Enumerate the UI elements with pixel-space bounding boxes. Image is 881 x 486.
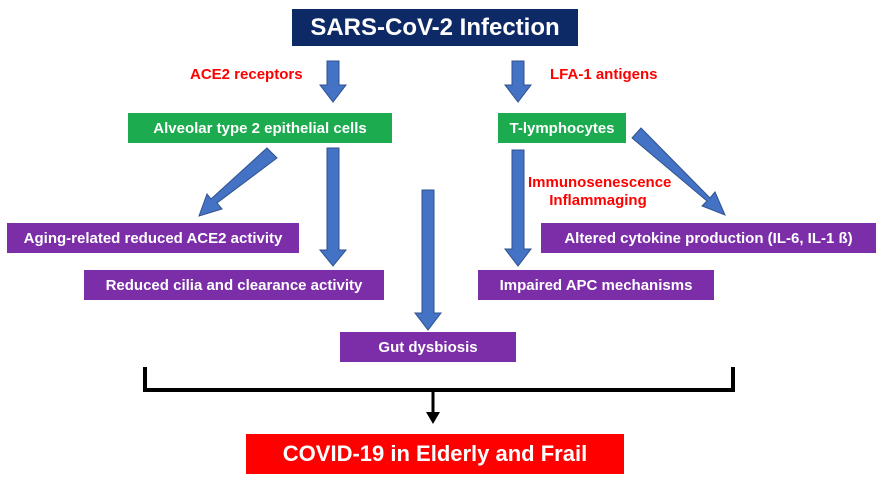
gut-dysbiosis-text: Gut dysbiosis <box>378 338 478 356</box>
aging-ace2-text: Aging-related reduced ACE2 activity <box>23 229 283 247</box>
outcome-text: COVID-19 in Elderly and Frail <box>282 441 588 466</box>
label-process-group: Immunosenescence Inflammaging <box>528 174 672 210</box>
altered-cytokine-text: Altered cytokine production (IL-6, IL-1 … <box>564 229 853 247</box>
box-outcome: COVID-19 in Elderly and Frail <box>246 434 624 474</box>
arrow-tlymph-to-cytokine <box>631 127 726 216</box>
t-lymphocytes-text: T-lymphocytes <box>509 119 615 137</box>
box-aging-ace2: Aging-related reduced ACE2 activity <box>7 223 299 253</box>
label-immunosenescence: Immunosenescence <box>528 174 672 191</box>
box-alveolar-cells: Alveolar type 2 epithelial cells <box>128 113 392 143</box>
arrow-title-to-tlymph <box>503 60 533 103</box>
box-impaired-apc: Impaired APC mechanisms <box>478 270 714 300</box>
alveolar-cells-text: Alveolar type 2 epithelial cells <box>153 119 367 137</box>
label-inflammaging: Inflammaging <box>549 192 647 209</box>
arrow-alveolar-to-aging <box>198 147 278 217</box>
box-gut-dysbiosis: Gut dysbiosis <box>340 332 516 362</box>
box-altered-cytokine: Altered cytokine production (IL-6, IL-1 … <box>541 223 876 253</box>
title-box: SARS-CoV-2 Infection <box>292 9 578 46</box>
label-lfa1-antigens: LFA-1 antigens <box>550 66 658 83</box>
arrow-title-to-alveolar <box>318 60 348 103</box>
bracket <box>143 367 735 392</box>
title-text: SARS-CoV-2 Infection <box>310 13 560 41</box>
bracket-arrowhead <box>426 412 440 424</box>
impaired-apc-text: Impaired APC mechanisms <box>499 276 693 294</box>
label-ace2-receptors: ACE2 receptors <box>190 66 303 83</box>
reduced-cilia-text: Reduced cilia and clearance activity <box>105 276 363 294</box>
arrow-tlymph-to-apc <box>503 149 533 267</box>
arrow-to-gut-dysbiosis <box>413 189 443 331</box>
box-reduced-cilia: Reduced cilia and clearance activity <box>84 270 384 300</box>
arrow-alveolar-to-cilia <box>318 147 348 267</box>
box-t-lymphocytes: T-lymphocytes <box>498 113 626 143</box>
